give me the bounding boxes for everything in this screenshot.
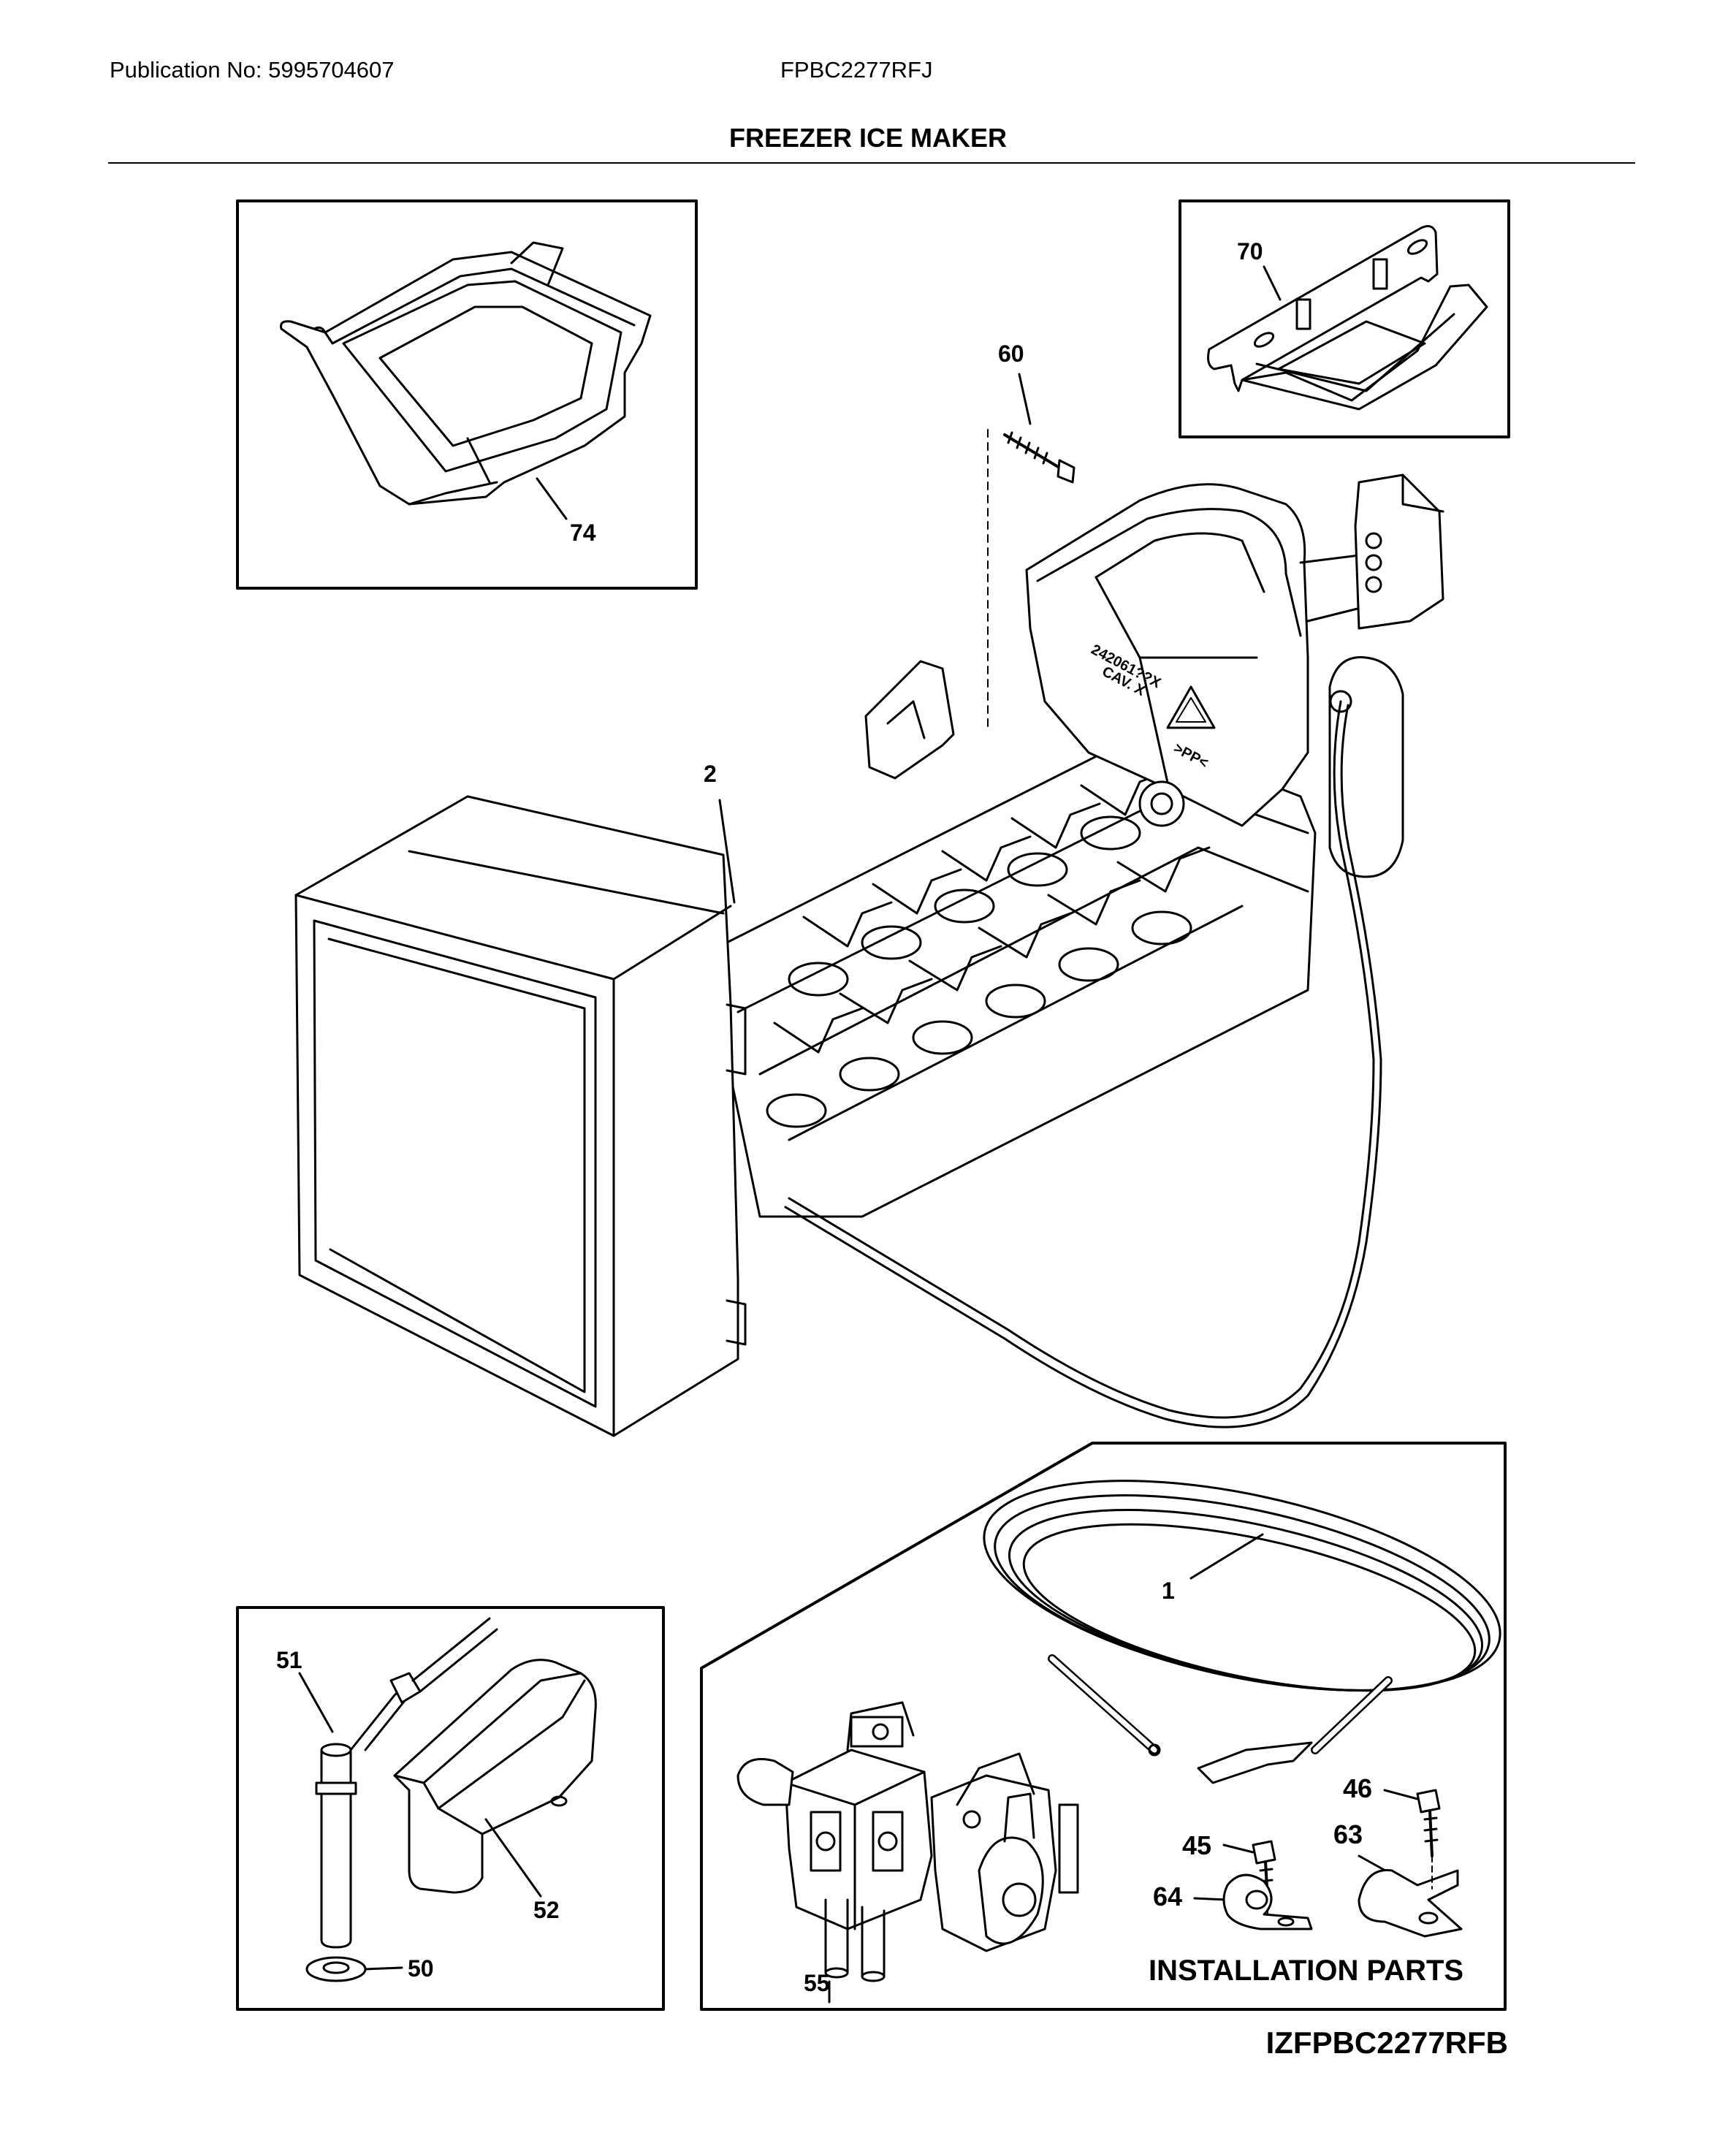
model-number: FPBC2277RFJ [780, 57, 933, 83]
callout-52: 52 [533, 1897, 560, 1923]
leader-70 [1263, 265, 1282, 301]
leader-52 [484, 1818, 542, 1898]
leader-46 [1383, 1789, 1419, 1800]
bucket-inset-frame [236, 199, 698, 590]
callout-1: 1 [1162, 1578, 1175, 1604]
callout-45: 45 [1182, 1830, 1211, 1860]
ice-bucket-part [280, 241, 652, 506]
fill-tube-part [315, 1617, 498, 1949]
fill-tube-inset-frame [236, 1606, 665, 2011]
leader-60 [1018, 373, 1032, 425]
leader-64 [1193, 1897, 1229, 1901]
callout-74: 74 [570, 520, 596, 546]
callout-50: 50 [408, 1955, 434, 1982]
callout-70: 70 [1237, 238, 1263, 265]
callout-46: 46 [1343, 1773, 1372, 1803]
callout-60: 60 [998, 340, 1024, 367]
diagram-code: IZFPBC2277RFB [1265, 2025, 1508, 2060]
leader-2 [718, 799, 736, 904]
screw-part [1003, 431, 1076, 484]
leader-45 [1222, 1843, 1255, 1854]
mounting-bracket-part [1207, 225, 1488, 411]
leader-50 [364, 1966, 403, 1971]
installation-parts-frame [700, 1442, 1507, 2011]
leader-1 [1189, 1533, 1264, 1580]
callout-64: 64 [1153, 1881, 1182, 1911]
ice-maker-assembly [294, 473, 1444, 1437]
leader-74 [536, 477, 568, 520]
publication-number: Publication No: 5995704607 [110, 57, 395, 83]
clamp-63-part [1358, 1869, 1463, 1938]
title-divider [108, 162, 1635, 164]
callout-51: 51 [276, 1647, 302, 1673]
callout-2: 2 [704, 761, 717, 787]
callout-63: 63 [1333, 1819, 1363, 1849]
fill-tube-cover-part [393, 1659, 597, 1894]
recycle-icon [1166, 685, 1216, 729]
installation-parts-label: INSTALLATION PARTS [1149, 1955, 1463, 1987]
water-tubing-coil-part [983, 1480, 1501, 1784]
water-valve-part [736, 1701, 1079, 1982]
leader-51 [298, 1672, 334, 1733]
callout-55: 55 [804, 1970, 830, 1996]
washer-part [305, 1956, 367, 1982]
bracket-inset-frame [1179, 199, 1510, 438]
clamp-64-part [1222, 1873, 1313, 1930]
page-title: FREEZER ICE MAKER [728, 123, 1008, 153]
screw-46-part [1416, 1789, 1441, 1857]
